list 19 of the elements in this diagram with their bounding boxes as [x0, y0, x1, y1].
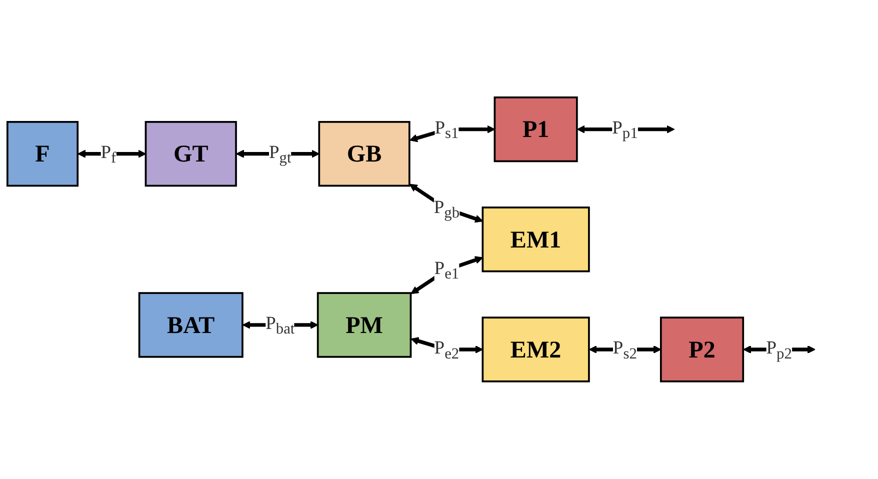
- edge-label: P$_{s1}$: [434, 118, 459, 142]
- edge-label: P$_{e1}$: [434, 258, 460, 283]
- edge-label: P$_{gb}$: [434, 197, 460, 222]
- edge-label: P$_{e2}$: [434, 338, 460, 362]
- node-box: P2: [660, 316, 744, 382]
- node-box: P1: [494, 96, 578, 162]
- node-box: EM2: [482, 316, 590, 382]
- edge-label: P$_{s2}$: [612, 338, 637, 362]
- node-box: GB: [318, 121, 410, 187]
- node-box: F: [6, 121, 79, 187]
- node-box: BAT: [138, 292, 244, 358]
- node-box: PM: [316, 292, 412, 358]
- node-box: GT: [144, 121, 237, 187]
- edge-label: P$_{bat}$: [266, 314, 295, 338]
- edge-label: P$_{p2}$: [766, 338, 792, 362]
- edge-label: P$_{f}$: [100, 142, 116, 166]
- node-box: EM1: [482, 206, 590, 272]
- edge-label: P$_{p1}$: [612, 118, 638, 142]
- edge-label: P$_{gt}$: [269, 142, 292, 166]
